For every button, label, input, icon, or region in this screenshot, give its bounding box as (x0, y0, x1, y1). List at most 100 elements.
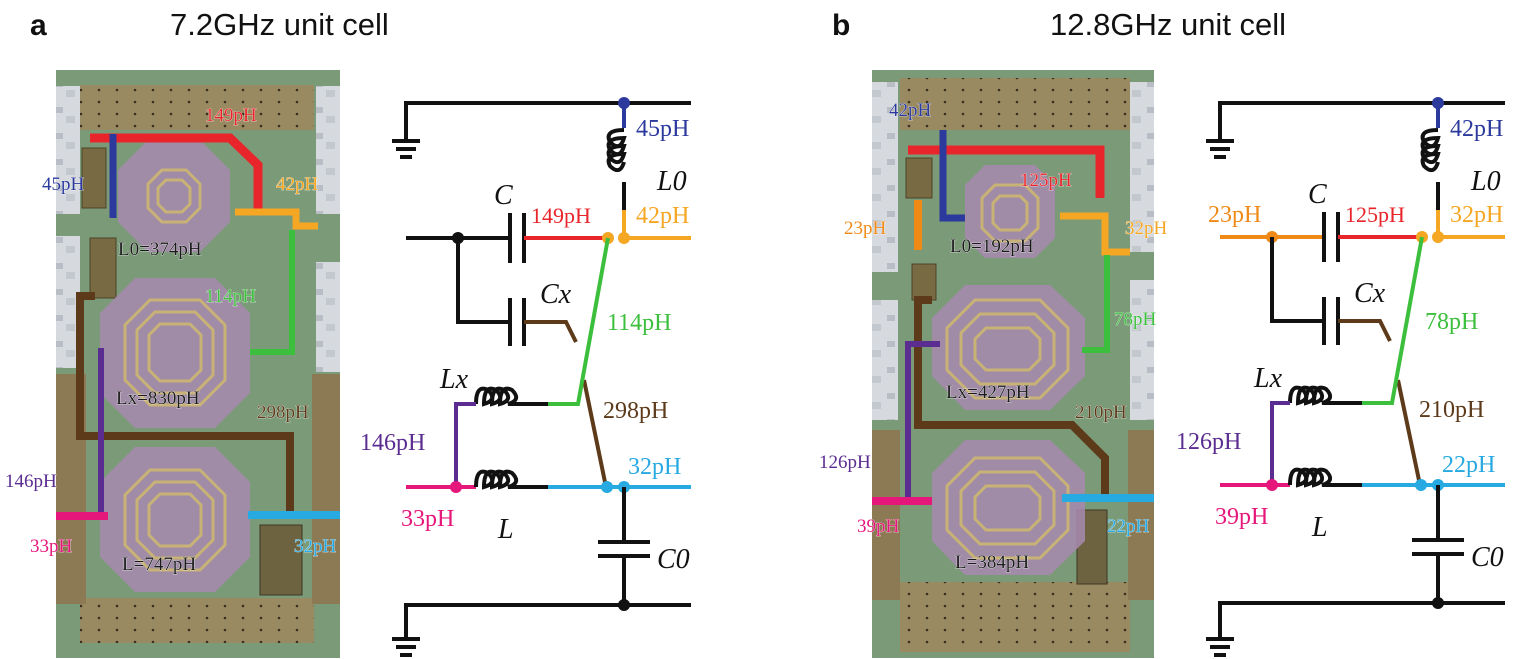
wire (456, 238, 510, 324)
green-trace (1082, 255, 1110, 353)
label-blue: 42pH (1450, 116, 1503, 142)
panel-a: a 7.2GHz unit cell (5, 7, 691, 658)
pad-column (316, 86, 340, 214)
pad-column (56, 86, 80, 214)
photo-label-orange2: 32pH (1125, 218, 1168, 239)
inductor-pad (118, 140, 230, 252)
ground-symbol-bottom (392, 603, 691, 657)
orange-trace (1060, 212, 1130, 256)
photo-label-l0: L0=192pH (950, 236, 1034, 257)
photo-label-green: 114pH (205, 286, 256, 307)
pad-column (872, 82, 898, 272)
photo-label-cyan: 32pH (294, 536, 337, 557)
label-L: L (497, 514, 514, 545)
side-metal (1128, 430, 1154, 600)
label-Cx: Cx (540, 279, 572, 310)
label-magenta: 39pH (1215, 504, 1268, 530)
pad-column (316, 262, 340, 372)
ground-rail-top (900, 78, 1130, 130)
ground-rail-bottom (80, 598, 314, 643)
node-dot (1432, 597, 1444, 609)
label-magenta: 33pH (401, 506, 454, 532)
ground-symbol-bottom (1206, 601, 1505, 657)
label-C0: C0 (657, 544, 690, 575)
inductor-pad (932, 285, 1085, 410)
photo-label-brown: 210pH (1075, 402, 1127, 423)
wire-brown (1338, 319, 1392, 342)
purple-trace (905, 341, 940, 500)
label-orange-left: 23pH (1208, 202, 1261, 228)
photo-label-green: 78pH (1114, 309, 1157, 330)
label-Cx: Cx (1354, 278, 1386, 309)
node-dot (1432, 97, 1444, 109)
label-C: C (1308, 179, 1327, 210)
panel-letter: b (832, 9, 850, 42)
node-dot (618, 599, 630, 611)
capacitor-block (89, 237, 117, 299)
label-C: C (494, 180, 513, 211)
node-dot (601, 481, 613, 493)
wire-purple (454, 402, 476, 487)
node-dot (1432, 231, 1444, 243)
label-green: 78pH (1425, 309, 1478, 335)
photo-label-l: L=384pH (955, 552, 1029, 573)
photo-label-orange: 42pH (276, 174, 319, 195)
capacitor-block (81, 147, 107, 209)
label-red: 125pH (1345, 202, 1405, 227)
panel-title: 12.8GHz unit cell (1050, 7, 1286, 42)
ground-rail-top (80, 85, 314, 130)
wire-green (548, 237, 610, 406)
wire-brown (582, 379, 608, 488)
ground-rail-bottom (900, 582, 1130, 652)
wire-brown (524, 320, 578, 343)
photo-label-brown: 298pH (257, 402, 309, 423)
photo-label-lx: Lx=830pH (116, 388, 200, 409)
photo-label-purple: 126pH (819, 452, 871, 473)
inductor-Lx-symbol (474, 386, 548, 407)
wire (1270, 237, 1324, 323)
label-purple: 146pH (360, 430, 425, 456)
label-brown: 210pH (1419, 397, 1484, 423)
schematic: 45pH L0 149pH 42pH C Cx 114pH Lx 298pH 1… (360, 97, 691, 657)
inductor-L-symbol (474, 469, 548, 490)
spiral-coils (945, 183, 1070, 560)
label-Lx: Lx (1253, 363, 1283, 394)
inductor-L0-symbol (1420, 128, 1441, 210)
photo-label-blue: 45pH (42, 174, 85, 195)
pad-column (872, 300, 898, 420)
label-L0: L0 (656, 166, 687, 197)
node-dot (618, 97, 630, 109)
photo-label-red: 125pH (1020, 170, 1072, 191)
panel-title: 7.2GHz unit cell (170, 7, 389, 42)
capacitor-block (905, 157, 933, 199)
inductor-pad (932, 440, 1085, 575)
photo-label-l: L=747pH (122, 554, 196, 575)
photo-label-magenta: 39pH (857, 516, 900, 537)
pad-column (1130, 280, 1154, 420)
photo-label-purple: 146pH (5, 471, 57, 492)
label-green: 114pH (607, 310, 671, 336)
node-dot (450, 481, 462, 493)
wire-purple (1270, 401, 1290, 485)
micrograph: 125pH 42pH 23pH 32pH 78pH 210pH 126pH 39… (819, 70, 1168, 658)
label-cyan: 32pH (628, 454, 681, 480)
label-C0: C0 (1471, 542, 1504, 573)
panel-b: b 12.8GHz unit cell (819, 7, 1505, 658)
blue-trace (939, 130, 965, 222)
label-cyan: 22pH (1442, 452, 1495, 478)
green-trace (250, 230, 295, 355)
side-metal (872, 430, 900, 600)
pad-column (1130, 82, 1154, 252)
label-purple: 126pH (1176, 429, 1241, 455)
capacitor-block (259, 524, 303, 596)
brown-trace (76, 292, 294, 512)
photo-label-l0: L0=374pH (118, 239, 202, 260)
micrograph: 149pH 45pH 42pH 114pH 298pH 146pH 33pH 3… (5, 70, 340, 658)
side-metal (312, 374, 340, 604)
label-orange: 32pH (1450, 202, 1503, 228)
red-trace (90, 133, 263, 212)
node-dot (1266, 479, 1278, 491)
inductor-Lx-symbol (1288, 385, 1362, 406)
label-brown: 298pH (603, 398, 668, 424)
